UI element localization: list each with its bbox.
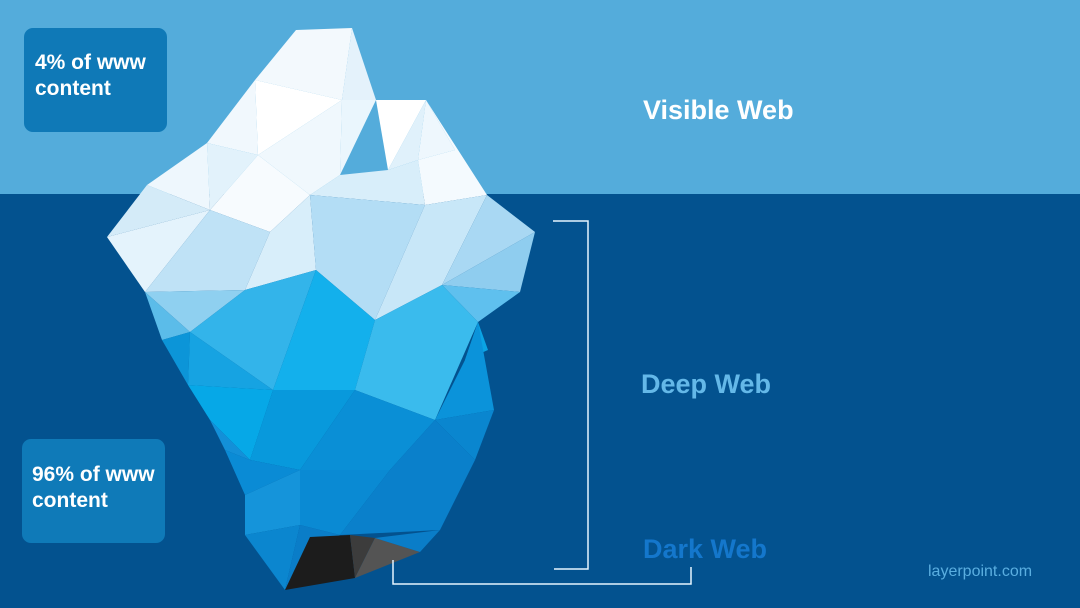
stat-bottom-line1: 96% of www	[32, 463, 155, 486]
visible-web-stat-box: 4% of www content	[24, 28, 167, 132]
dark-web-bracket	[392, 560, 692, 585]
visible-web-surface-band	[0, 0, 1080, 194]
dark-web-label: Dark Web	[643, 534, 768, 564]
stat-bottom-line2: content	[32, 489, 108, 512]
deep-web-label: Deep Web	[641, 369, 772, 399]
stat-top-line2: content	[35, 77, 111, 100]
deep-web-bracket	[553, 220, 589, 570]
visible-web-label: Visible Web	[643, 95, 794, 125]
stat-top-line1: 4% of www	[35, 51, 146, 74]
site-watermark: layerpoint.com	[928, 563, 1033, 580]
deep-web-stat-box: 96% of www content	[22, 439, 165, 543]
